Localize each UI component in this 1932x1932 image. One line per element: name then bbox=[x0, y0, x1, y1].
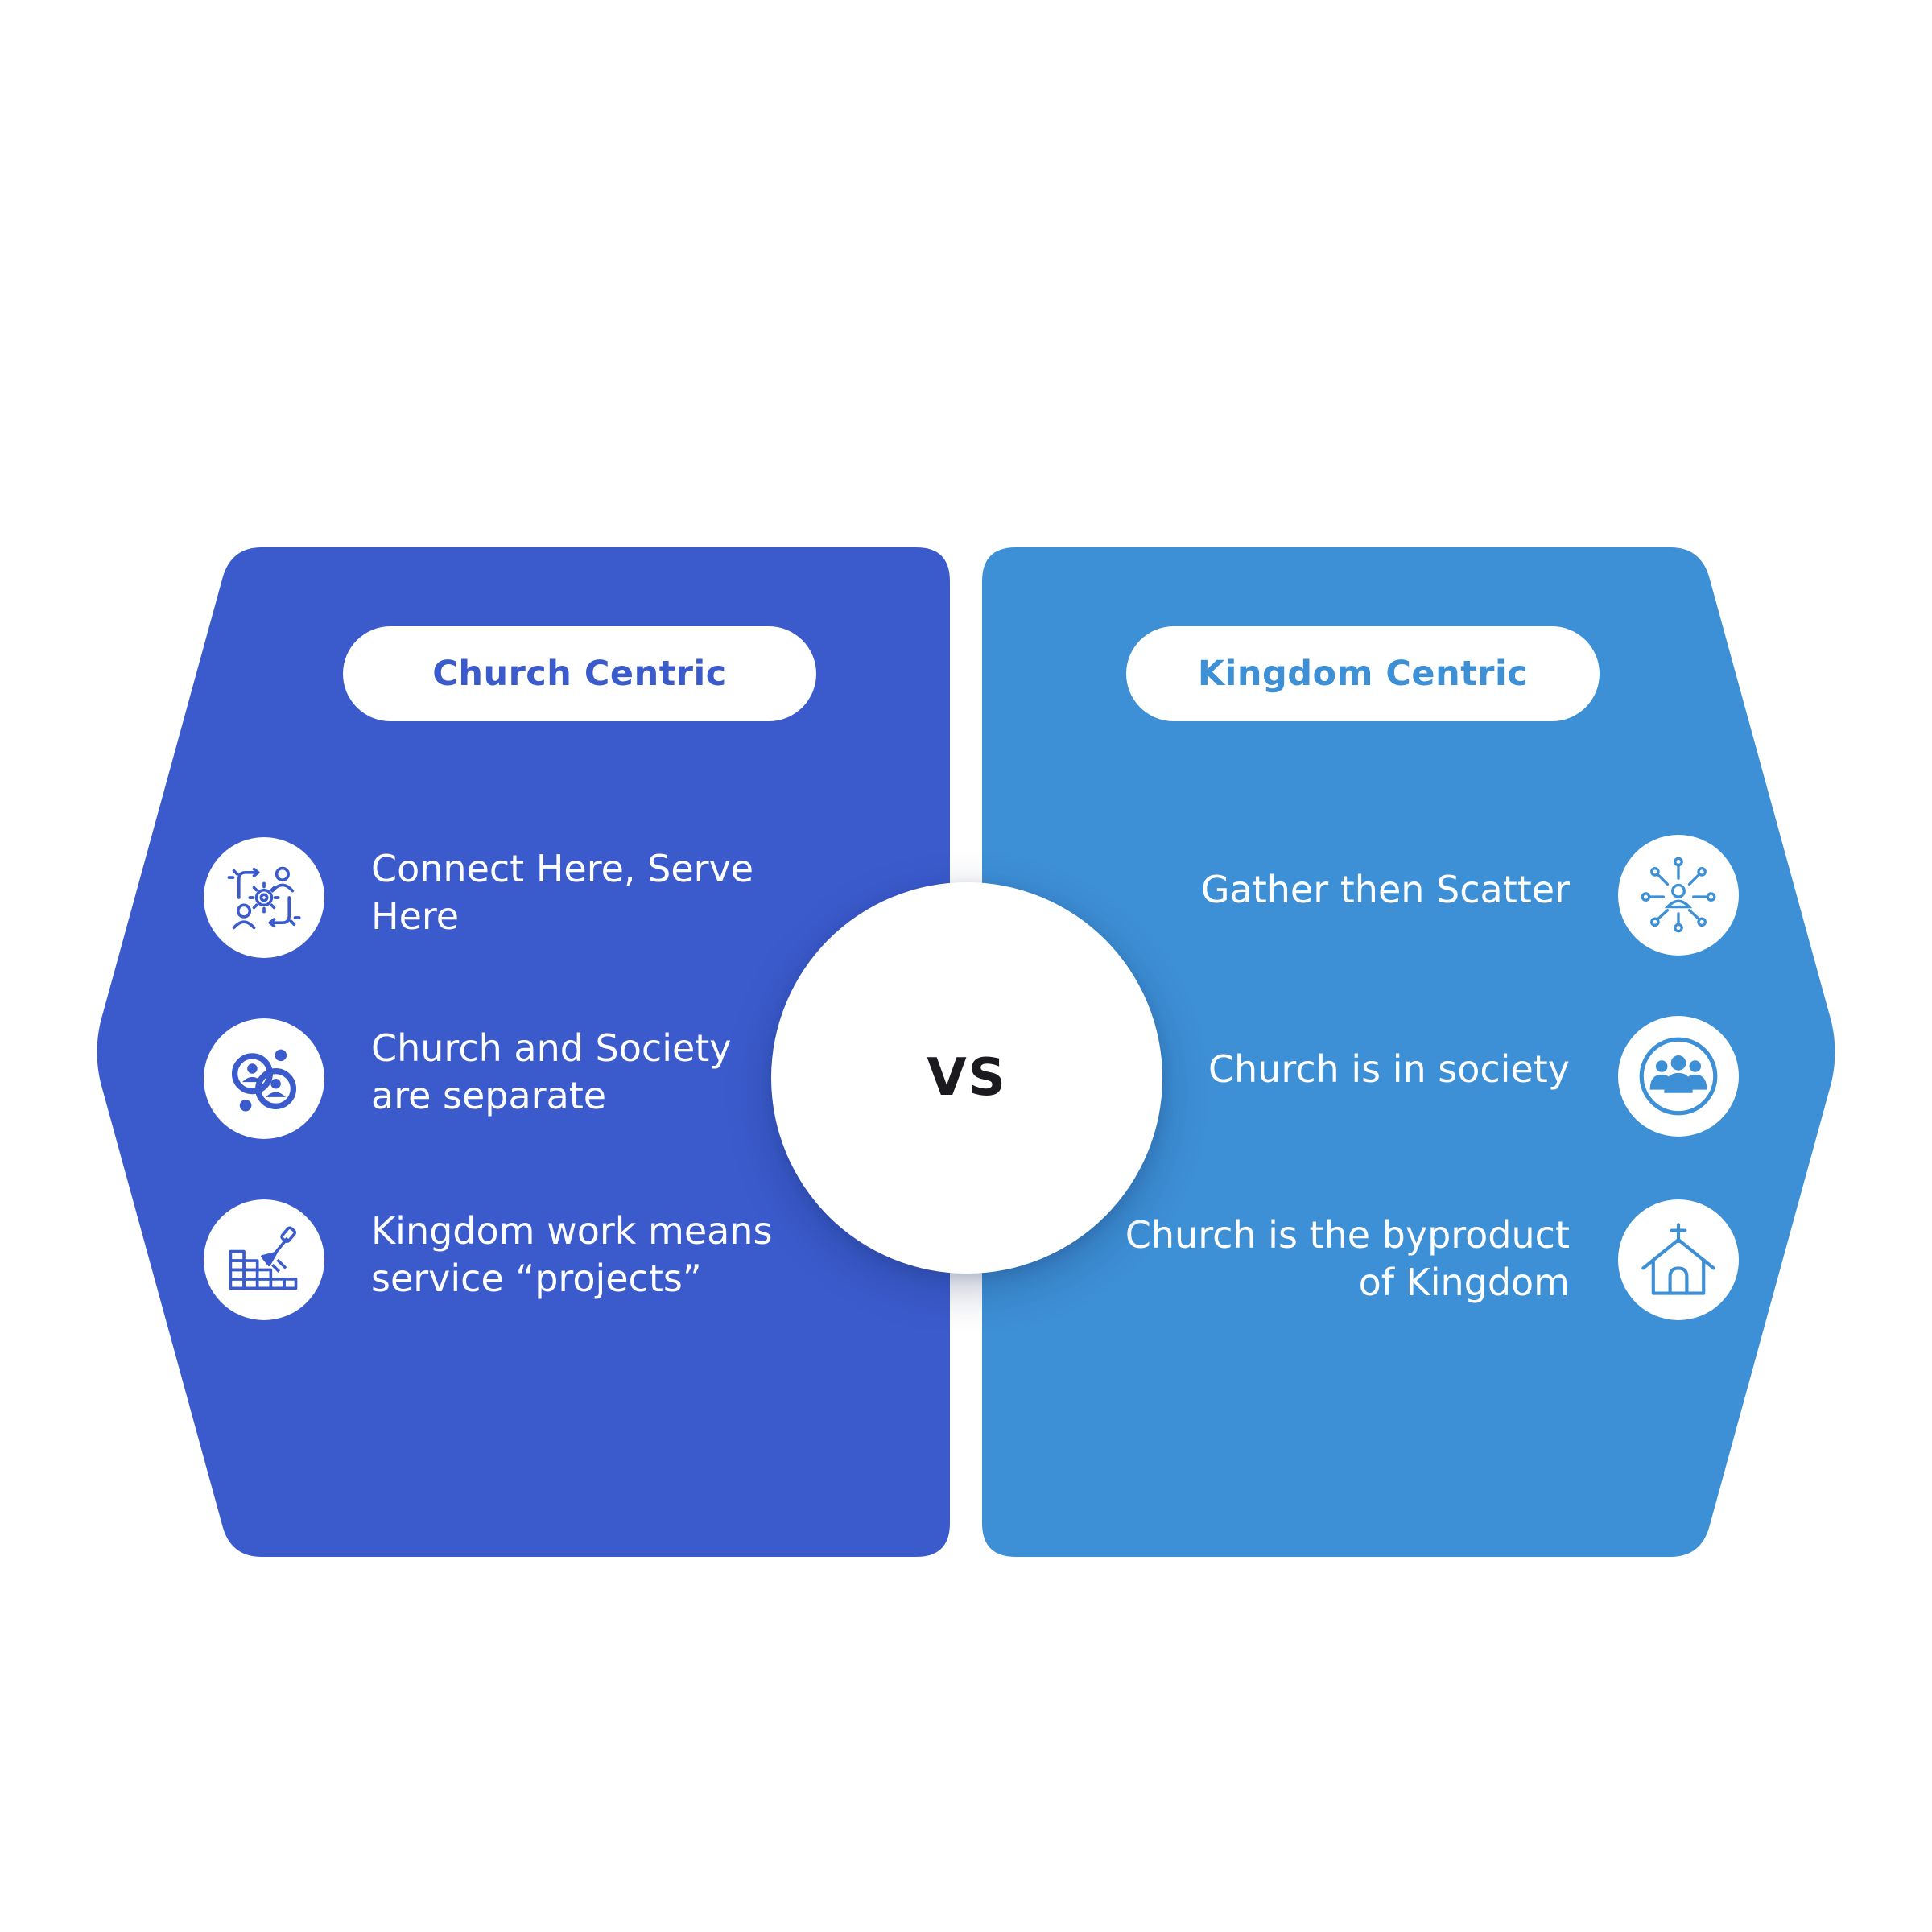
left-item-2-icon-circle bbox=[204, 1018, 324, 1139]
left-item-1-text: Connect Here, Serve Here bbox=[371, 847, 754, 938]
right-title: Kingdom Centric bbox=[1197, 654, 1529, 694]
left-item-3-icon-circle bbox=[204, 1199, 324, 1320]
brick-wall-trowel-icon bbox=[229, 1226, 298, 1290]
network-person-icon bbox=[1641, 857, 1716, 933]
right-item-3-text: Church is the byproduct of Kingdom bbox=[1125, 1213, 1570, 1304]
left-title: Church Centric bbox=[432, 654, 727, 694]
people-gear-cycle-icon bbox=[227, 866, 301, 930]
left-item-1-icon-circle bbox=[204, 837, 324, 958]
right-title-pill: Kingdom Centric bbox=[1126, 626, 1600, 721]
right-panel-shape bbox=[982, 547, 1835, 1557]
left-item-2-text: Church and Society are separate bbox=[371, 1026, 732, 1117]
vs-circle: VS bbox=[771, 882, 1162, 1274]
right-item-2-icon-circle bbox=[1618, 1016, 1739, 1137]
right-item-2-text: Church is in society bbox=[1208, 1047, 1570, 1091]
church-house-icon bbox=[1641, 1223, 1715, 1295]
vs-label: VS bbox=[927, 1048, 1007, 1108]
right-item-3-icon-circle bbox=[1618, 1199, 1739, 1320]
separated-groups-icon bbox=[231, 1049, 297, 1112]
right-item-1-icon-circle bbox=[1618, 835, 1739, 956]
group-people-icon bbox=[1639, 1037, 1718, 1116]
left-title-pill: Church Centric bbox=[343, 626, 816, 721]
left-panel-shape bbox=[97, 547, 950, 1557]
right-item-1-text: Gather then Scatter bbox=[1200, 868, 1570, 911]
left-item-3-text: Kingdom work means service “projects” bbox=[371, 1209, 773, 1300]
